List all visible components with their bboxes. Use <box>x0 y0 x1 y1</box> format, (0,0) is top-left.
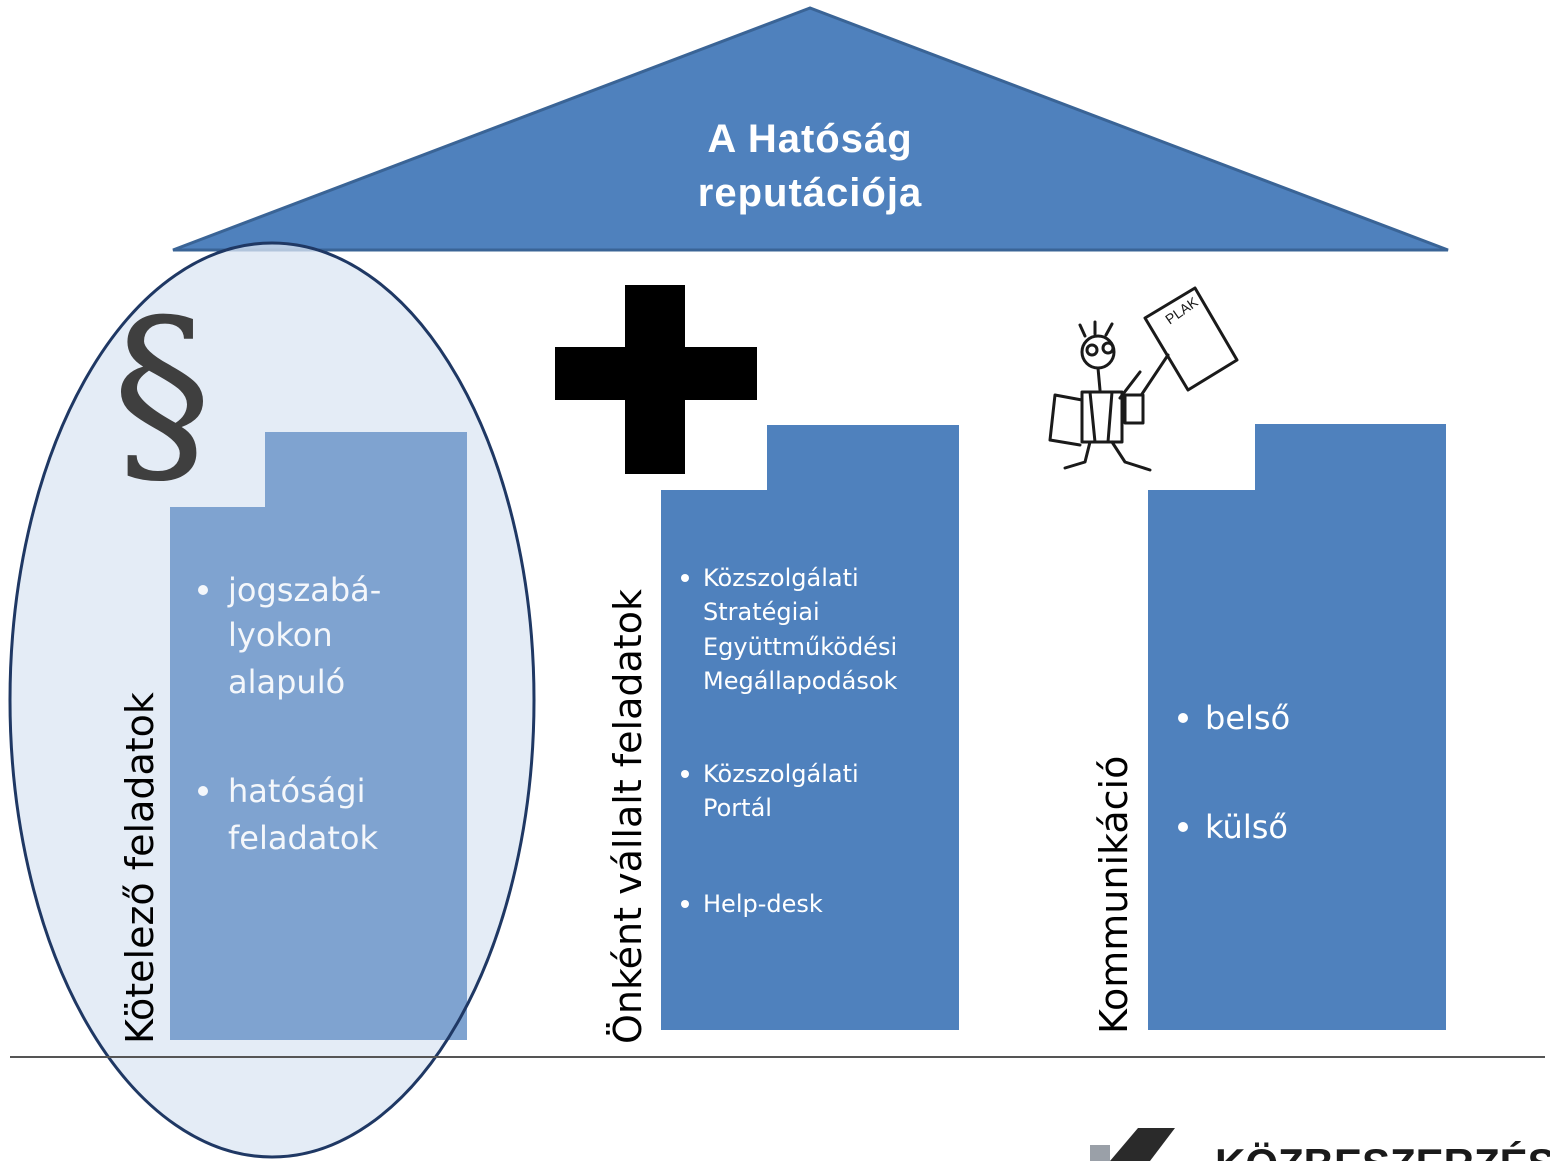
person-with-sign-icon: PLAK <box>1048 286 1239 472</box>
bullet-line: alapuló <box>228 663 345 701</box>
bullet-line: Help-desk <box>703 890 823 918</box>
column-block <box>170 432 467 1040</box>
bullet-dot <box>681 900 689 908</box>
bullet-line: Stratégiai <box>703 598 820 626</box>
logo: KÖZBESZERZÉSI <box>1090 1128 1550 1161</box>
highlight-ellipse-outline <box>8 241 536 1159</box>
bullet-dot <box>198 585 208 595</box>
column-onkent: Önként vállalt feladatok Közszolgálati S… <box>555 285 959 1044</box>
logo-mark-icon <box>1090 1128 1175 1161</box>
column-label: Kommunikáció <box>1092 756 1136 1034</box>
bullet-line: külső <box>1205 808 1288 846</box>
bullet-dot <box>681 770 689 778</box>
logo-text: KÖZBESZERZÉSI <box>1215 1140 1550 1161</box>
roof: A Hatóság reputációja <box>172 6 1449 252</box>
plus-icon <box>555 285 757 474</box>
column-block <box>1148 424 1446 1030</box>
roof-title-line1: A Hatóság <box>707 117 912 161</box>
roof-title-line2: reputációja <box>698 171 922 215</box>
section-sign-icon: § <box>112 277 212 510</box>
bullet-line: belső <box>1205 699 1290 737</box>
column-kommunikacio: PLAK Kommunikáció belső külső <box>1048 286 1446 1034</box>
bullet-list: jogszabá- lyokon alapuló hatósági felada… <box>198 571 381 857</box>
bullet-line: Megállapodások <box>703 667 898 695</box>
bullet-list: Közszolgálati Stratégiai Együttműködési … <box>681 564 898 918</box>
bullet-dot <box>681 574 689 582</box>
bullet-line: feladatok <box>228 819 379 857</box>
bullet-dot <box>198 786 208 796</box>
bullet-list: belső külső <box>1178 699 1290 846</box>
column-block <box>661 425 959 1030</box>
column-label: Kötelező feladatok <box>118 692 162 1044</box>
bullet-line: Közszolgálati <box>703 760 859 788</box>
bullet-line: jogszabá- <box>227 571 381 609</box>
column-label: Önként vállalt feladatok <box>606 589 650 1044</box>
column-kotelezo: § Kötelező feladatok jogszabá- lyokon al… <box>112 277 467 1044</box>
bullet-line: Portál <box>703 794 772 822</box>
bullet-dot <box>1178 822 1188 832</box>
bullet-line: Együttműködési <box>703 633 897 661</box>
bullet-line: hatósági <box>228 772 366 810</box>
roof-triangle <box>172 6 1449 252</box>
bullet-dot <box>1178 713 1188 723</box>
bullet-line: Közszolgálati <box>703 564 859 592</box>
bullet-line: lyokon <box>228 616 333 654</box>
